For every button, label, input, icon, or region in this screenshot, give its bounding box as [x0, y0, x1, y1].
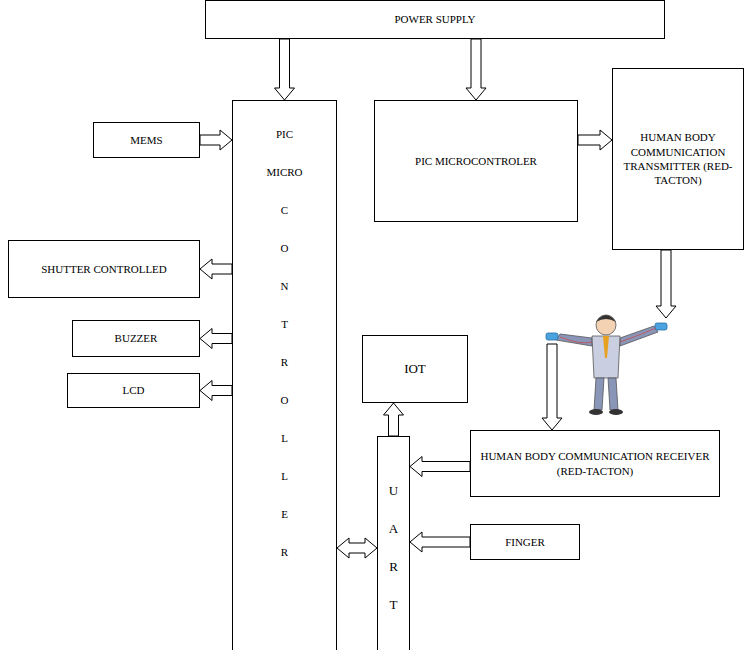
output-box: BUZZER — [72, 320, 200, 357]
block-arrow — [200, 381, 232, 401]
connector-arrow — [200, 259, 232, 279]
connector-arrow — [542, 250, 676, 430]
person-illustration — [546, 315, 667, 415]
node-label: PIC MICRO C O N T R O L L E R — [237, 115, 332, 571]
block-arrow — [410, 457, 470, 477]
node-label: POWER SUPPLY — [210, 12, 660, 26]
node-label: FINGER — [475, 535, 575, 549]
connector-arrow — [466, 39, 486, 100]
node-label: HUMAN BODY COMMUNICATION RECEIVER (RED-T… — [475, 449, 715, 478]
node-label: BUZZER — [77, 331, 195, 345]
uart-box: U A R T — [377, 436, 410, 650]
connector-arrow — [578, 130, 612, 150]
power-box: POWER SUPPLY — [205, 0, 665, 39]
output-box: SHUTTER CONTROLLED — [8, 240, 200, 298]
block-arrow — [384, 403, 404, 436]
node-label: PIC MICROCONTROLER — [379, 154, 573, 168]
transmitter-box: HUMAN BODY COMMUNICATION TRANSMITTER (RE… — [612, 68, 744, 250]
connector-arrow — [200, 329, 232, 349]
block-arrow — [578, 130, 612, 150]
block-arrow — [275, 39, 295, 100]
controller-box: PIC MICRO C O N T R O L L E R — [232, 100, 337, 650]
connector-arrow — [200, 130, 232, 150]
node-label: HUMAN BODY COMMUNICATION TRANSMITTER (RE… — [617, 130, 739, 187]
connector-arrow — [200, 381, 232, 401]
block-arrow — [466, 39, 486, 100]
connector-arrow — [337, 538, 377, 558]
node-label: MEMS — [98, 133, 195, 147]
node-label: U A R T — [382, 472, 405, 624]
process-box: PIC MICROCONTROLER — [374, 100, 578, 222]
connector-arrow — [410, 457, 470, 477]
node-label: IOT — [367, 361, 463, 378]
sensor-box: MEMS — [93, 122, 200, 158]
block-arrow — [200, 329, 232, 349]
receiver-box: HUMAN BODY COMMUNICATION RECEIVER (RED-T… — [470, 430, 720, 497]
connector-arrow — [384, 403, 404, 436]
block-arrow — [656, 250, 676, 318]
block-arrow — [542, 344, 562, 430]
connector-arrow — [410, 532, 470, 552]
input-box: FINGER — [470, 524, 580, 560]
node-label: LCD — [72, 383, 195, 397]
block-arrow — [200, 130, 232, 150]
block-arrow — [200, 259, 232, 279]
block-arrow — [410, 532, 470, 552]
iot-box: IOT — [362, 335, 468, 403]
connector-arrow — [275, 39, 295, 100]
block-arrow — [337, 538, 377, 558]
output-box: LCD — [67, 373, 200, 408]
node-label: SHUTTER CONTROLLED — [13, 262, 195, 276]
